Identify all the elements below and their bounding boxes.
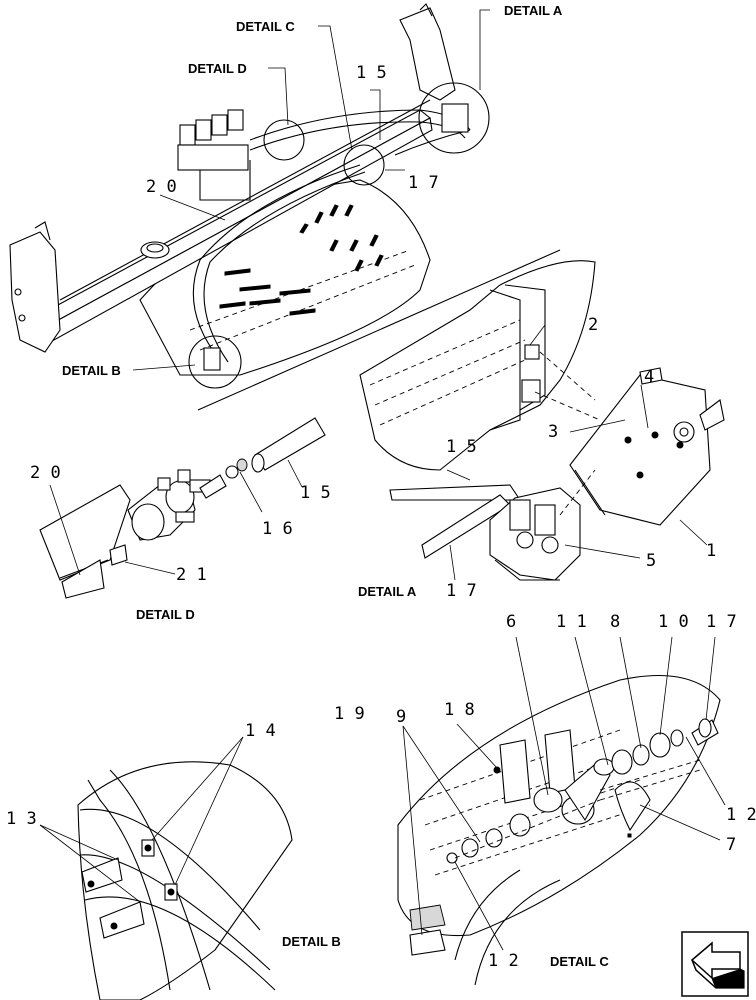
detail-c-drawing (397, 636, 726, 986)
callout-12a: 1 2 (726, 805, 756, 825)
callout-15c: 1 5 (300, 483, 331, 503)
callout-2: 2 (588, 315, 598, 335)
label-detail-c-top: DETAIL C (236, 19, 295, 34)
callout-20a: 2 0 (146, 177, 177, 197)
callout-1: 1 (706, 541, 716, 561)
callout-20b: 2 0 (30, 463, 61, 483)
overview-assembly (9, 3, 561, 411)
detail-d-circle (263, 119, 305, 161)
caption-detail-b: DETAIL B (282, 934, 341, 949)
callout-15a: 1 5 (356, 63, 387, 83)
detail-b-drawing (39, 736, 293, 1000)
callout-3: 3 (548, 422, 558, 442)
caption-detail-c: DETAIL C (550, 954, 609, 969)
callout-9: 9 (396, 707, 406, 727)
caption-detail-a: DETAIL A (358, 584, 417, 599)
valve-manifold (177, 109, 251, 201)
detail-a-circle (418, 82, 490, 154)
callout-18: 1 8 (444, 700, 475, 720)
callout-15b: 1 5 (446, 437, 477, 457)
next-page-arrow-icon[interactable] (681, 931, 749, 997)
callout-13: 1 3 (6, 809, 37, 829)
callout-19: 1 9 (334, 704, 365, 724)
detail-d-drawing (39, 417, 326, 599)
tank-slots (219, 204, 384, 316)
detail-c-circle (343, 144, 385, 186)
callout-17b: 1 7 (446, 581, 477, 601)
callout-8: 8 (610, 612, 620, 632)
callout-5: 5 (646, 551, 656, 571)
callout-6: 6 (506, 612, 516, 632)
callout-12b: 1 2 (488, 951, 519, 971)
callout-7: 7 (726, 835, 736, 855)
callout-4: 4 (644, 367, 654, 387)
callout-17c: 1 7 (706, 612, 737, 632)
detail-b-circle (188, 335, 242, 389)
callout-21: 2 1 (176, 565, 207, 585)
detail-a-drawing (359, 260, 725, 581)
caption-detail-d: DETAIL D (136, 607, 195, 622)
label-detail-b-top: DETAIL B (62, 363, 121, 378)
callout-16: 1 6 (262, 519, 293, 539)
label-detail-a-top: DETAIL A (504, 3, 563, 18)
label-detail-d-top: DETAIL D (188, 61, 247, 76)
callout-11: 1 1 (556, 612, 587, 632)
callout-14: 1 4 (245, 721, 276, 741)
callout-10: 1 0 (658, 612, 689, 632)
callout-17a: 1 7 (408, 173, 439, 193)
